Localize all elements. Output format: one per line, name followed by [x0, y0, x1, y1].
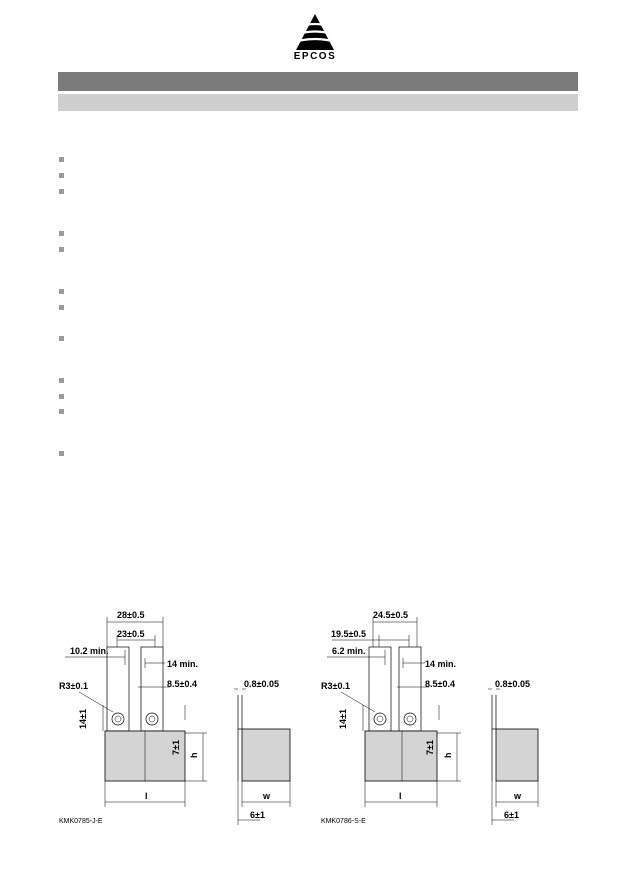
- epcos-logo: EPCOS: [280, 14, 350, 66]
- bullet-marker: [59, 394, 64, 399]
- dim-hole-spacing: 8.5±0.4: [425, 679, 455, 689]
- bullet-marker: [59, 231, 64, 236]
- dim-width: w: [262, 791, 271, 801]
- bullet-marker: [59, 336, 64, 341]
- dim-bottom: 6±1: [504, 810, 519, 820]
- dim-inner-width: 19.5±0.5: [331, 629, 366, 639]
- dim-height: h: [189, 753, 199, 759]
- dim-lead-height: 14±1: [338, 709, 348, 729]
- bullet-marker: [59, 305, 64, 310]
- bullet-marker: [59, 189, 64, 194]
- side-view-body: [495, 728, 539, 782]
- triangle-logo-icon: [290, 14, 340, 50]
- dim-bottom: 6±1: [250, 810, 265, 820]
- dim-radius: R3±0.1: [321, 681, 350, 691]
- dim-radius: R3±0.1: [59, 681, 88, 691]
- bullet-marker: [59, 378, 64, 383]
- dim-thickness: 0.8±0.05: [244, 679, 279, 689]
- dim-min-right: 14 min.: [425, 659, 456, 669]
- dim-length: l: [145, 791, 148, 801]
- dim-width: w: [513, 791, 522, 801]
- dim-inner-width: 23±0.5: [117, 629, 144, 639]
- logo-wordmark: EPCOS: [293, 51, 337, 62]
- bullet-marker: [59, 451, 64, 456]
- dim-min-right: 14 min.: [167, 659, 198, 669]
- dim-min-left: 6.2 min.: [332, 646, 366, 656]
- dim-offset: 7±1: [171, 740, 181, 755]
- dim-length: l: [399, 791, 402, 801]
- dim-thickness: 0.8±0.05: [495, 679, 530, 689]
- dimension-drawing-right: 24.5±0.5 19.5±0.5 6.2 min. 14 min. 8.5±0…: [317, 605, 587, 835]
- dim-outer-width: 28±0.5: [117, 610, 144, 620]
- dim-lead-height: 14±1: [78, 709, 88, 729]
- drawing-code: KMK0785-J-E: [59, 818, 103, 825]
- subheader-bar: [58, 94, 578, 111]
- dim-hole-spacing: 8.5±0.4: [167, 679, 197, 689]
- bullet-marker: [59, 247, 64, 252]
- dimension-drawing-left: 28±0.5 23±0.5 10.2 min. 14 min. 8.5±0.4 …: [55, 605, 325, 835]
- capacitor-body: [364, 730, 438, 782]
- header-bar: [58, 72, 578, 91]
- bullet-marker: [59, 289, 64, 294]
- bullet-marker: [59, 157, 64, 162]
- bullet-marker: [59, 409, 64, 414]
- side-view-body: [241, 728, 291, 782]
- dim-min-left: 10.2 min.: [70, 646, 109, 656]
- bullet-marker: [59, 173, 64, 178]
- dim-height: h: [443, 753, 453, 759]
- dim-outer-width: 24.5±0.5: [373, 610, 408, 620]
- dim-offset: 7±1: [425, 740, 435, 755]
- drawing-code: KMK0786-S-E: [321, 818, 366, 825]
